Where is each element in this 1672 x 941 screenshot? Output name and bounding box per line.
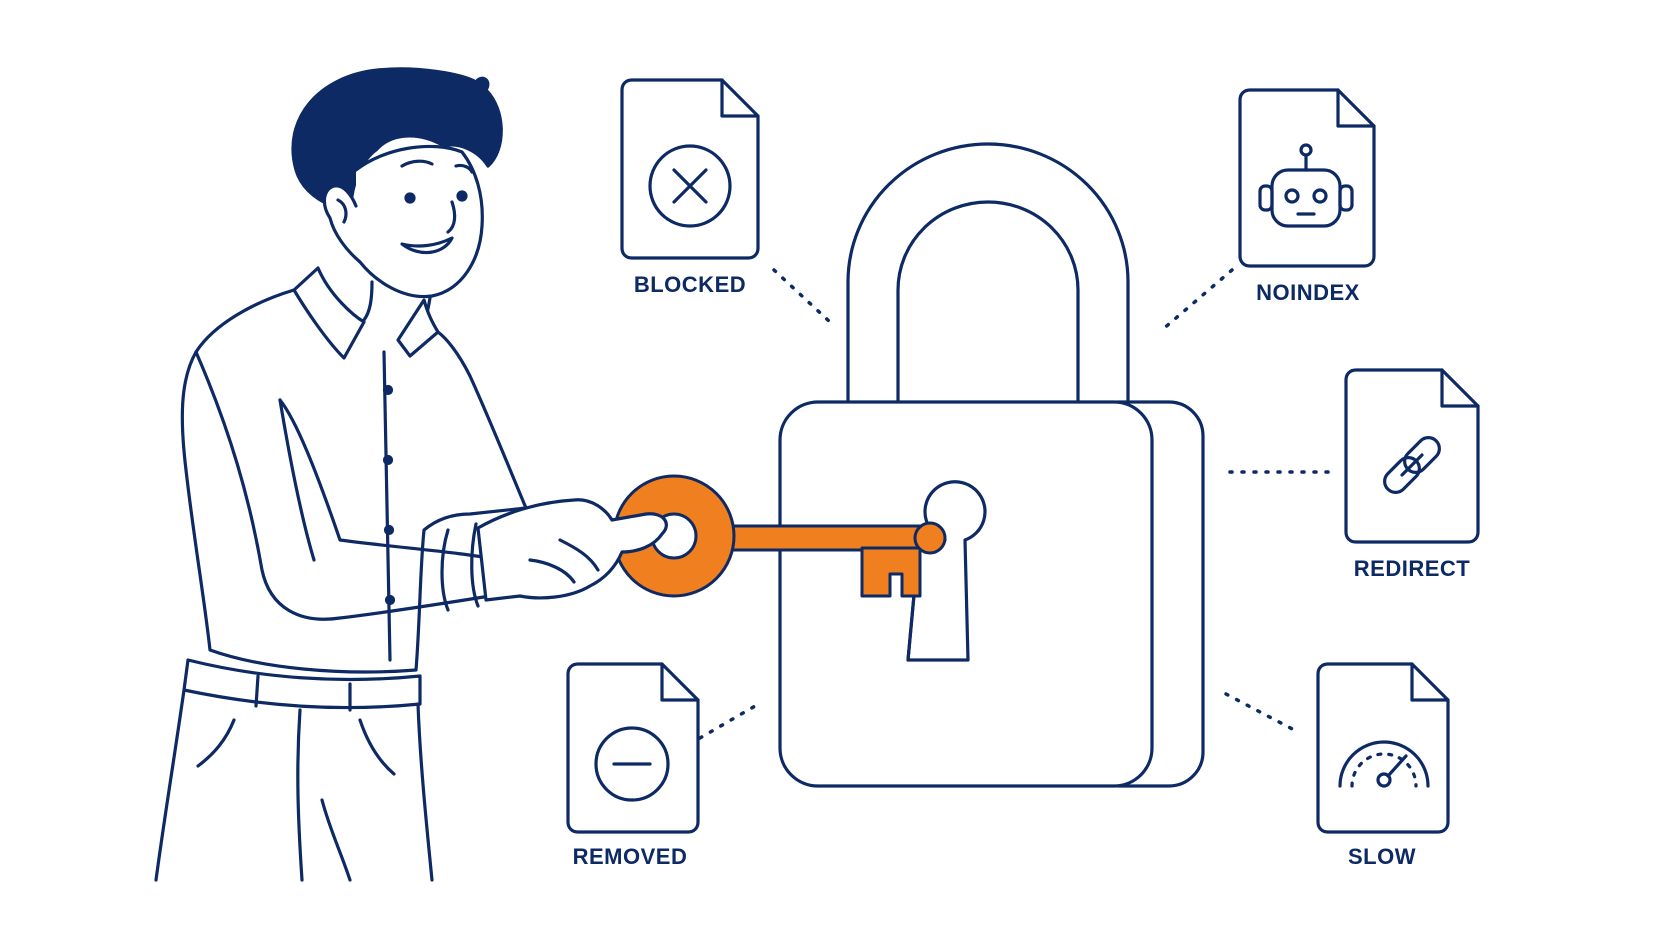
- label-blocked: BLOCKED: [633, 272, 747, 297]
- speedometer-icon: [1338, 740, 1430, 788]
- connector-removed: [698, 700, 764, 740]
- belt: [182, 658, 422, 710]
- doc-removed: [566, 662, 700, 834]
- padlock-shackle: [846, 142, 1130, 407]
- face: [322, 144, 484, 299]
- x-circle-icon: [648, 144, 732, 228]
- connector-noindex: [1160, 268, 1234, 332]
- label-removed: REMOVED: [572, 844, 688, 869]
- label-noindex: NOINDEX: [1256, 280, 1360, 305]
- connectors: [698, 268, 1332, 740]
- doc-noindex: [1238, 88, 1376, 268]
- keyhole: [906, 480, 987, 662]
- label-slow: SLOW: [1348, 844, 1416, 869]
- person: [154, 67, 668, 882]
- connector-slow: [1224, 692, 1300, 734]
- robot-icon: [1258, 143, 1354, 228]
- hand: [476, 498, 668, 602]
- connector-blocked: [772, 268, 832, 324]
- doc-redirect: [1344, 368, 1480, 544]
- label-redirect: REDIRECT: [1353, 556, 1471, 581]
- padlock: [778, 142, 1205, 788]
- key: [612, 474, 947, 598]
- arm: [194, 350, 502, 621]
- doc-slow: [1316, 662, 1450, 834]
- link-icon: [1383, 436, 1441, 494]
- shirt: [180, 288, 528, 674]
- doc-blocked: [620, 78, 760, 260]
- trousers: [154, 688, 434, 882]
- minus-circle-icon: [594, 726, 670, 802]
